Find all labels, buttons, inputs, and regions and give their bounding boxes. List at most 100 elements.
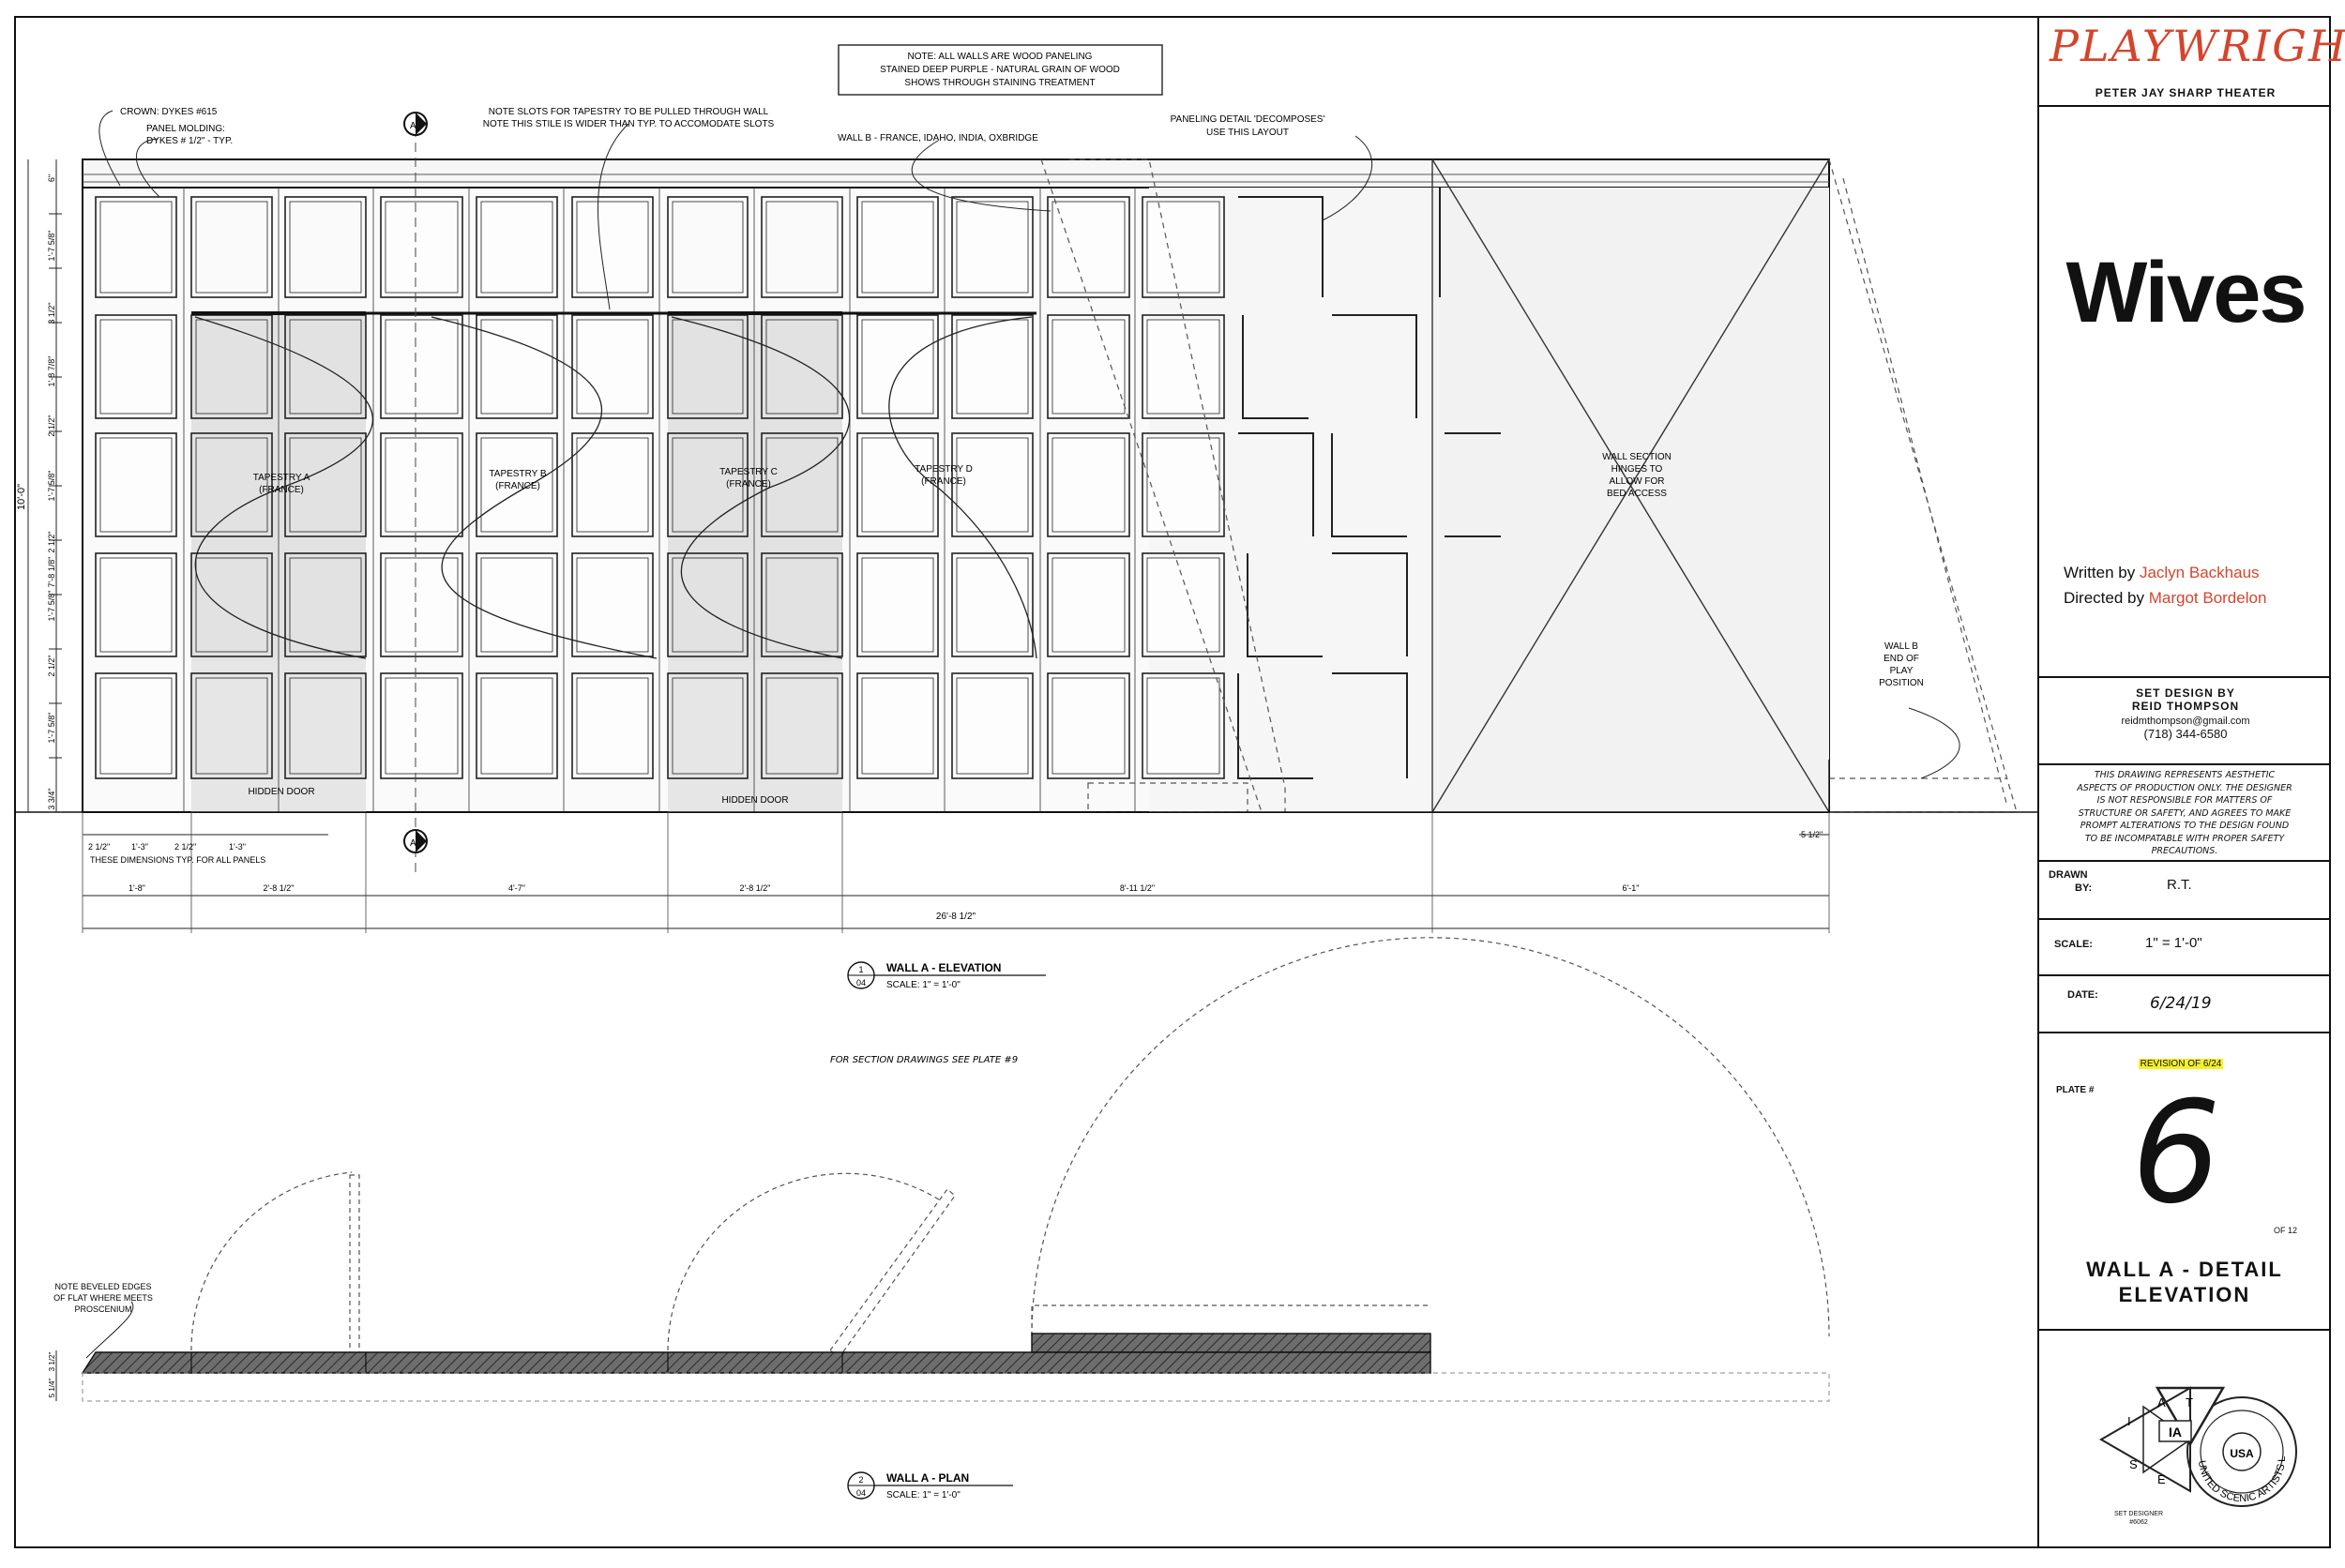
wall-panel [99, 319, 173, 415]
tapestry-a-label: TAPESTRY A [253, 473, 310, 483]
design-heading-2: REID THOMPSON [2131, 700, 2240, 713]
wall-panel [1051, 201, 1126, 294]
wall-panel [571, 432, 654, 537]
wall-panel [480, 319, 553, 415]
tapestry-b-label: TAPESTRY B [489, 469, 546, 479]
plate-title-2: ELEVATION [2118, 1283, 2251, 1306]
designer-email: reidmthompson@gmail.com [2121, 716, 2250, 727]
tapestry-d-sub: (FRANCE) [921, 476, 966, 487]
bevel-note-1: NOTE BEVELED EDGES [54, 1282, 151, 1291]
left-dim-label: 3 1/2" [47, 302, 56, 324]
overall-height: 10'-0" [16, 484, 27, 510]
elev-scale-text: SCALE: 1" = 1'-0" [886, 980, 961, 990]
plan-wall-main [81, 1351, 1431, 1374]
wall-panel [95, 314, 177, 419]
wall-panel [380, 672, 463, 779]
wall-panel [1146, 557, 1220, 653]
company-logo: PLAYWRIGHTS [2050, 21, 2345, 71]
wall-panel [761, 196, 843, 298]
wall-panel [856, 432, 939, 537]
svg-text:S: S [2129, 1457, 2138, 1471]
wall-panel [1146, 319, 1220, 415]
left-dim-label: 2 1/2" [47, 531, 56, 552]
wall-panel [190, 672, 273, 779]
decomposed-panel-fragment [1332, 314, 1417, 418]
wall-panel [289, 201, 362, 294]
wall-panel [571, 196, 654, 298]
plan-title-text: WALL A - PLAN [886, 1471, 969, 1485]
revision-note: REVISION OF 6/24 [2138, 1059, 2224, 1069]
decomposed-panel-fragment [1242, 315, 1309, 419]
credits: Written by Jaclyn Backhaus Directed by M… [2064, 560, 2326, 611]
wall-panel [190, 432, 273, 537]
wall-panel [672, 437, 744, 533]
wall-panel [284, 196, 367, 298]
bottom-dim-label: 1'-8" [129, 883, 145, 893]
slots-note-1: NOTE SLOTS FOR TAPESTRY TO BE PULLED THR… [489, 107, 769, 117]
wall-panel [576, 437, 649, 533]
leaders [85, 110, 1960, 1359]
plate-label: PLATE # [2056, 1085, 2095, 1095]
wall-panel [861, 677, 934, 775]
wall-panel [476, 672, 558, 779]
wall-panel [195, 437, 268, 533]
disclaimer-line: PROMPT ALTERATIONS TO THE DESIGN FOUND [2080, 821, 2290, 831]
wall-panel [385, 677, 459, 775]
wall-panel [571, 314, 654, 419]
plan-title: 2 04 WALL A - PLAN SCALE: 1" = 1'-0" [847, 1471, 1013, 1500]
left-dimensions: 10'-0" 6"1'-7 5/8"3 1/2"1'-8 7/8"2 1/2"1… [16, 159, 62, 813]
svg-text:04: 04 [856, 1488, 866, 1498]
wall-panel [765, 201, 839, 294]
wall-panel [861, 319, 934, 415]
disclaimer-line: ASPECTS OF PRODUCTION ONLY. THE DESIGNER [2077, 782, 2292, 793]
wall-panel [956, 437, 1029, 533]
wall-panel [284, 432, 367, 537]
wall-panel [861, 201, 934, 294]
wall-panel [667, 552, 749, 657]
section-ref-note: FOR SECTION DRAWINGS SEE PLATE #9 [830, 1055, 1018, 1065]
wall-panel [1142, 432, 1225, 537]
wall-panel [480, 201, 553, 294]
wall-panel [667, 432, 749, 537]
sheet-border [14, 16, 2331, 1548]
wall-panel [1146, 437, 1220, 533]
wall-panel [476, 314, 558, 419]
typ-dim-4: 1'-3" [229, 842, 246, 852]
left-dim-label: 3 3/4" [47, 788, 56, 809]
wall-panel [1047, 314, 1130, 419]
wall-panel [667, 672, 749, 779]
wall-panel [480, 557, 553, 653]
wall-panel [761, 552, 843, 657]
wall-panel [956, 201, 1029, 294]
wall-panel [765, 319, 839, 415]
wall-panel [1142, 672, 1225, 779]
typ-dim-1: 2 1/2" [88, 842, 110, 852]
typ-note: THESE DIMENSIONS TYP. FOR ALL PANELS [90, 855, 265, 865]
wall-panel [576, 201, 649, 294]
typ-dim-2: 1'-3" [131, 842, 148, 852]
hinge-note-2: HINGES TO [1611, 464, 1663, 475]
tapestry-c-label: TAPESTRY C [719, 467, 778, 477]
wall-panel [1047, 552, 1130, 657]
decomposed-panel-fragment [1237, 673, 1313, 779]
director-line: Directed by Margot Bordelon [2064, 585, 2326, 611]
wall-panel [856, 672, 939, 779]
hinge-note-4: BED ACCESS [1607, 489, 1667, 499]
wall-panel [480, 677, 553, 775]
note-box [838, 44, 1163, 96]
wall-panel [956, 557, 1029, 653]
wall-panel [1146, 677, 1220, 775]
wall-panel [856, 196, 939, 298]
wall-panel [385, 319, 459, 415]
union-caption-1: SET DESIGNER [2114, 1511, 2163, 1517]
wall-panel [765, 557, 839, 653]
wall-panel [951, 432, 1034, 537]
wall-b-note: WALL B - FRANCE, IDAHO, INDIA, OXBRIDGE [838, 133, 1038, 143]
scale-label: SCALE: [2054, 939, 2093, 950]
svg-text:USA: USA [2230, 1447, 2254, 1460]
wall-panel [672, 557, 744, 653]
wall-panel [195, 319, 268, 415]
show-title: Wives [2065, 245, 2307, 340]
scale-value: 1" = 1'-0" [2145, 935, 2202, 951]
